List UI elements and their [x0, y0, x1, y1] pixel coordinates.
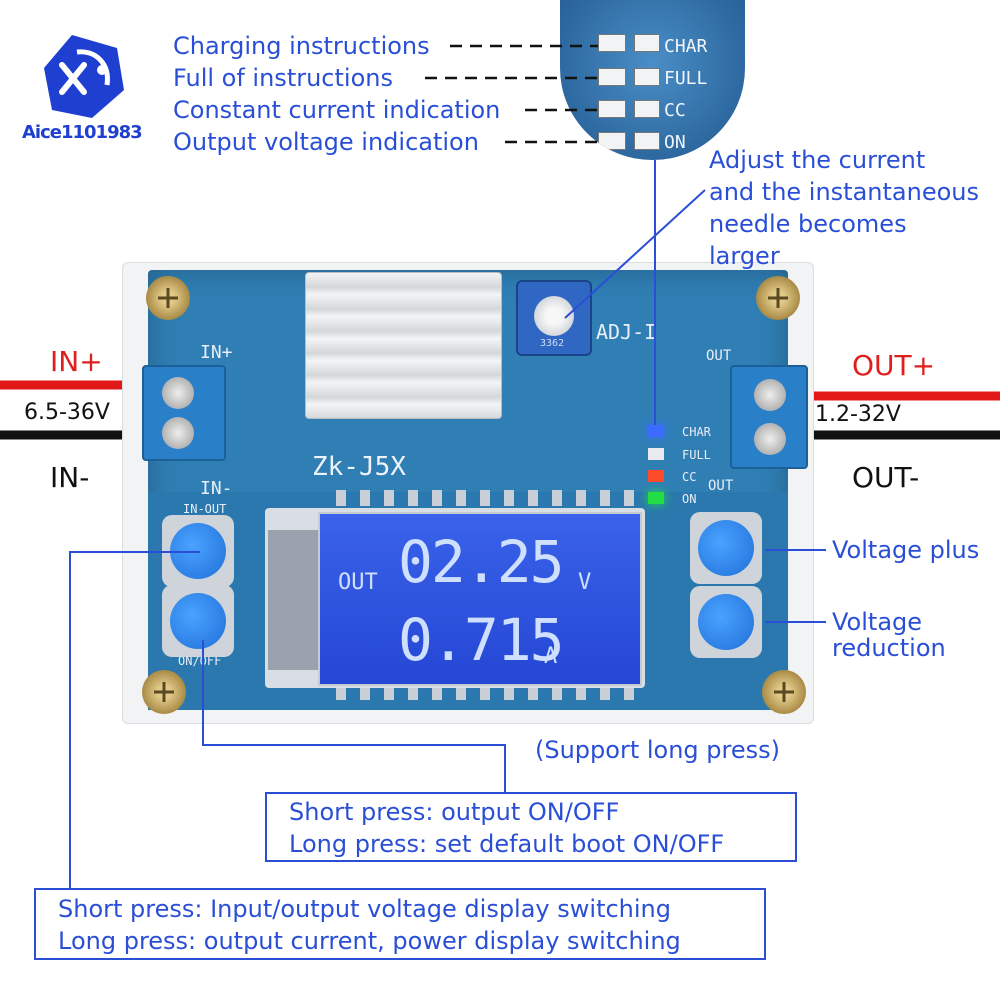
led-label-char: CHAR [682, 425, 711, 439]
lcd-current: 0.715 [398, 606, 565, 674]
adj-label: ADJ-I [596, 320, 657, 344]
callout-voltage-reduction-2: reduction [832, 634, 946, 662]
voltage-plus-button[interactable] [690, 512, 762, 584]
lcd-pins-bottom [336, 684, 636, 700]
callout-adjust-1: Adjust the current [709, 146, 926, 174]
lcd-backlight-flex [268, 530, 318, 670]
callout-adjust-4: larger [709, 242, 780, 270]
callout-full: Full of instructions [173, 64, 393, 92]
screw-top-right [756, 276, 800, 320]
info-box-display-switch-line1: Short press: Input/output voltage displa… [58, 895, 671, 923]
info-box-display-switch: Short press: Input/output voltage displa… [34, 888, 766, 960]
pcb-label-in-out: IN-OUT [183, 502, 227, 516]
lcd-current-unit: A [544, 644, 558, 669]
voltage-reduction-button[interactable] [690, 586, 762, 658]
zoom-label-char: CHAR [664, 36, 708, 57]
info-box-on-off-line1: Short press: output ON/OFF [289, 798, 620, 826]
pcb-label-in-minus: IN- [200, 478, 233, 499]
screw-bottom-right [762, 670, 806, 714]
on-off-button[interactable] [162, 585, 234, 657]
label-out-range: 1.2-32V [815, 402, 901, 427]
label-in-range: 6.5-36V [24, 400, 110, 425]
led-full [648, 448, 664, 460]
led-label-on: ON [682, 492, 697, 506]
brand-logo: Aice1101983 [22, 30, 157, 145]
info-box-on-off-line2: Long press: set default boot ON/OFF [289, 830, 725, 858]
pcb-label-out-minus: OUT [708, 478, 734, 494]
pcb-label-on-off: ON/OFF [178, 654, 222, 668]
board-model-label: Zk-J5X [312, 452, 406, 482]
label-in-plus: IN+ [50, 345, 103, 378]
callout-cc: Constant current indication [173, 96, 501, 124]
led-zoom-inset: CHAR FULL CC ON [560, 0, 745, 160]
heatsink [305, 272, 502, 419]
callout-support-long-press: (Support long press) [535, 736, 781, 764]
led-label-full: FULL [682, 448, 711, 462]
led-label-cc: CC [682, 470, 697, 484]
current-potentiometer[interactable]: 3362 [516, 280, 592, 356]
lcd-mode: OUT [338, 570, 378, 595]
pot-code: 3362 [540, 338, 565, 349]
label-in-minus: IN- [50, 461, 90, 494]
callout-adjust-2: and the instantaneous [709, 178, 979, 206]
zoom-label-on: ON [664, 132, 686, 153]
led-char [648, 425, 664, 437]
led-cc [648, 470, 664, 482]
label-out-plus: OUT+ [852, 349, 936, 382]
callout-voltage-plus: Voltage plus [832, 536, 980, 564]
pcb-label-out-plus: OUT [706, 348, 732, 364]
lcd-screen: OUT 02.25 V 0.715 A [318, 512, 642, 686]
info-box-display-switch-line2: Long press: output current, power displa… [58, 927, 681, 955]
logo-text: Aice1101983 [22, 122, 143, 143]
info-box-on-off: Short press: output ON/OFF Long press: s… [265, 792, 797, 862]
callout-charging: Charging instructions [173, 32, 430, 60]
callout-adjust-3: needle becomes [709, 210, 907, 238]
screw-bottom-left [142, 670, 186, 714]
callout-voltage-reduction-1: Voltage [832, 608, 923, 636]
led-on [648, 492, 664, 504]
lcd-pins-top [336, 490, 636, 506]
screw-top-left [146, 276, 190, 320]
lcd-voltage-unit: V [578, 570, 592, 595]
lcd-voltage: 02.25 [398, 528, 565, 596]
zoom-label-full: FULL [664, 68, 708, 89]
output-terminal-block [730, 365, 808, 469]
pcb-label-in-plus: IN+ [200, 342, 233, 363]
input-terminal-block [142, 365, 226, 461]
callout-output-voltage: Output voltage indication [173, 128, 479, 156]
label-out-minus: OUT- [852, 461, 920, 494]
zoom-label-cc: CC [664, 100, 686, 121]
